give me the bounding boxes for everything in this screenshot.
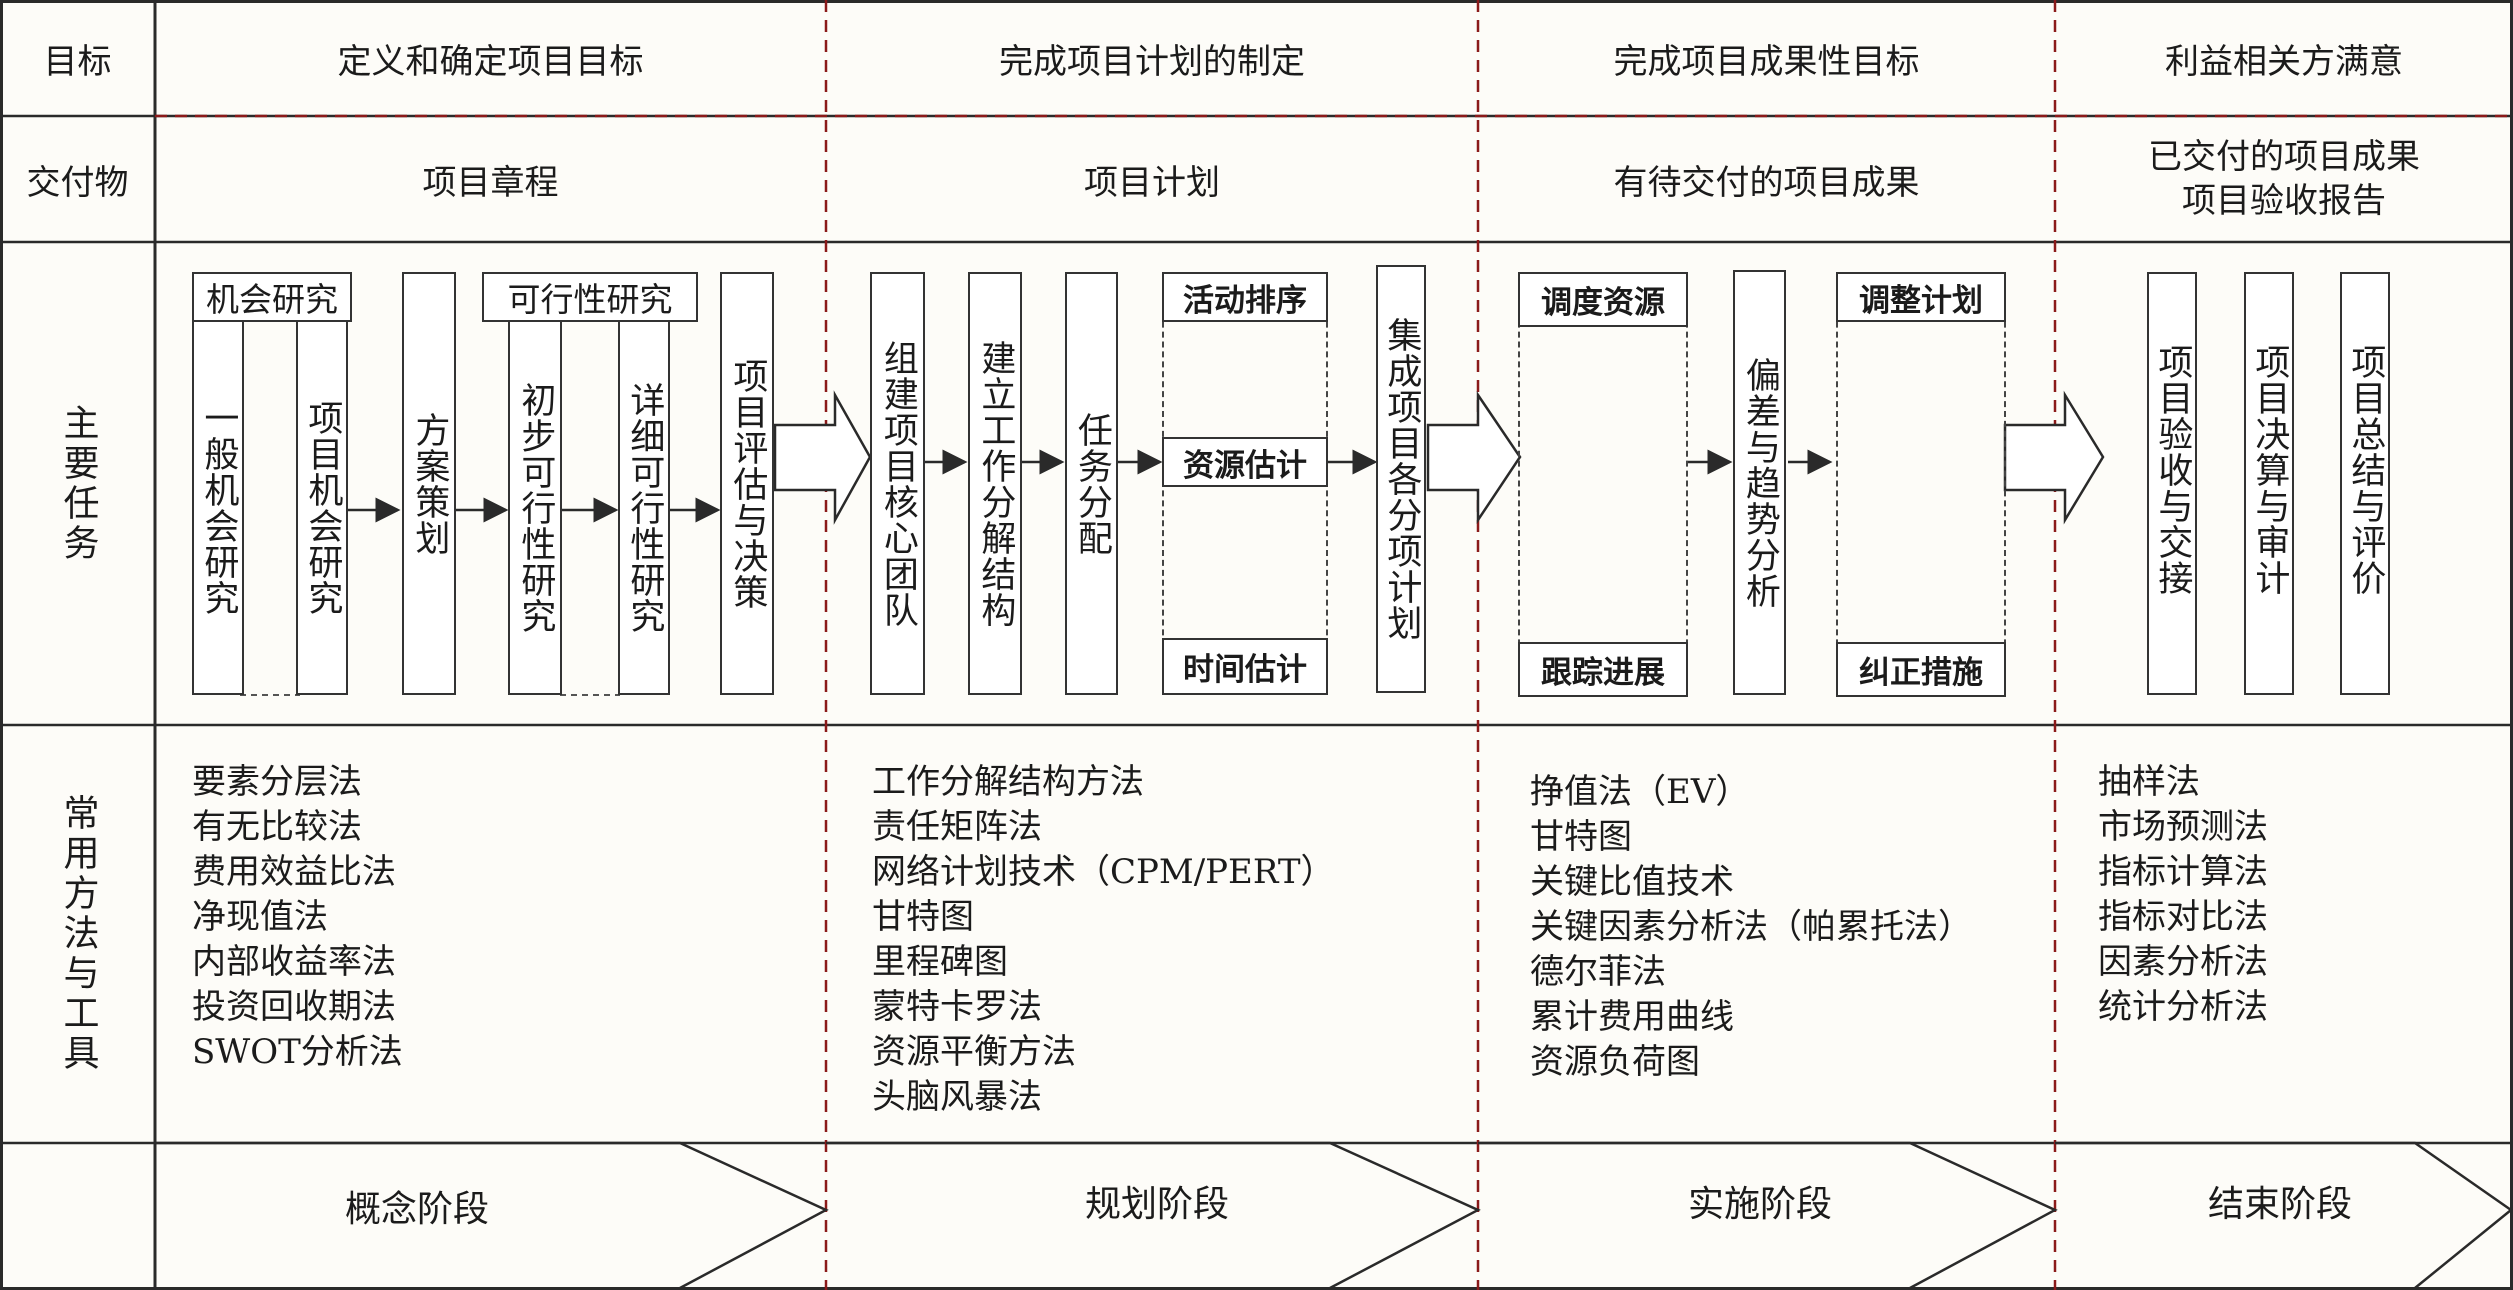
deliverable-closing-line2: 项目验收报告 xyxy=(2182,181,2386,221)
method-item: 有无比较法 xyxy=(192,807,362,847)
task-final-accounts-audit: 项目决算与审计 xyxy=(2244,272,2294,695)
method-item: 网络计划技术（CPM/PERT） xyxy=(872,852,1335,892)
task-summary-evaluation: 项目总结与评价 xyxy=(2340,272,2390,695)
method-item: 蒙特卡罗法 xyxy=(872,987,1042,1027)
methods-planning: 工作分解结构方法责任矩阵法网络计划技术（CPM/PERT） 甘特图里程碑图蒙特卡罗… xyxy=(872,760,1335,1120)
deliverable-closing: 已交付的项目成果 项目验收报告 xyxy=(2055,116,2513,242)
method-item: 资源负荷图 xyxy=(1530,1042,1700,1082)
method-item: 关键比值技术 xyxy=(1530,862,1734,902)
phase-execution: 实施阶段 xyxy=(1688,1184,1833,1225)
method-item: 统计分析法 xyxy=(2098,987,2268,1027)
method-item: 德尔菲法 xyxy=(1530,952,1666,992)
method-item: 指标计算法 xyxy=(2098,852,2268,892)
task-group-opportunity-study: 机会研究 xyxy=(192,272,352,322)
method-item: 要素分层法 xyxy=(192,762,362,802)
deliverable-execution: 有待交付的项目成果 xyxy=(1613,162,1920,203)
row-label-deliverable: 交付物 xyxy=(26,162,129,203)
task-integrate-plans: 集成项目各分项计划 xyxy=(1376,265,1426,693)
method-item: 责任矩阵法 xyxy=(872,807,1042,847)
goal-planning: 完成项目计划的制定 xyxy=(999,41,1305,82)
method-item: 投资回收期法 xyxy=(192,987,396,1027)
task-project-opportunity-study: 项目机会研究 xyxy=(296,320,348,695)
method-item: 甘特图 xyxy=(1530,817,1632,857)
task-corrective-action: 纠正措施 xyxy=(1836,642,2006,697)
task-activity-sequencing: 活动排序 xyxy=(1162,272,1328,322)
method-item: 资源平衡方法 xyxy=(872,1032,1076,1072)
goal-concept: 定义和确定项目目标 xyxy=(337,41,644,82)
task-acceptance-handover: 项目验收与交接 xyxy=(2147,272,2197,695)
method-item: 里程碑图 xyxy=(872,942,1008,982)
method-item: 抽样法 xyxy=(2098,762,2200,802)
task-resource-estimation: 资源估计 xyxy=(1162,437,1328,487)
task-time-estimation: 时间估计 xyxy=(1162,638,1328,695)
goal-closing: 利益相关方满意 xyxy=(2165,41,2403,82)
task-adjust-plan: 调整计划 xyxy=(1836,272,2006,322)
execution-dashed-group-2 xyxy=(1836,272,2006,695)
task-scheme-planning: 方案策划 xyxy=(402,272,456,695)
task-evaluation-decision: 项目评估与决策 xyxy=(720,272,774,695)
methods-closing: 抽样法市场预测法指标计算法指标对比法因素分析法统计分析法 xyxy=(2098,760,2268,1030)
execution-dashed-group-1 xyxy=(1518,272,1688,695)
goal-execution: 完成项目成果性目标 xyxy=(1613,41,1920,82)
task-schedule-resources: 调度资源 xyxy=(1518,272,1688,327)
methods-execution: 挣值法（EV） 甘特图关键比值技术关键因素分析法（帕累托法） 德尔菲法累计费用曲线资… xyxy=(1530,770,1972,1085)
deliverable-planning: 项目计划 xyxy=(1084,162,1220,203)
task-group-feasibility-study: 可行性研究 xyxy=(482,272,698,322)
phase-concept: 概念阶段 xyxy=(345,1189,490,1230)
method-item: 因素分析法 xyxy=(2098,942,2268,982)
methods-concept: 要素分层法有无比较法费用效益比法净现值法内部收益率法投资回收期法 SWOT分析法 xyxy=(192,760,403,1075)
task-track-progress: 跟踪进展 xyxy=(1518,642,1688,697)
method-item: 工作分解结构方法 xyxy=(872,762,1144,802)
deliverable-concept: 项目章程 xyxy=(422,162,559,203)
row-label-goal: 目标 xyxy=(43,41,112,82)
method-item: 甘特图 xyxy=(872,897,974,937)
row-label-tasks: 主要任务 xyxy=(57,403,99,564)
method-item: 费用效益比法 xyxy=(192,852,396,892)
task-build-wbs: 建立工作分解结构 xyxy=(968,272,1022,695)
method-item: 头脑风暴法 xyxy=(872,1077,1042,1117)
method-item: 累计费用曲线 xyxy=(1530,997,1734,1037)
row-label-methods: 常用方法与工具 xyxy=(57,794,99,1074)
method-item: 指标对比法 xyxy=(2098,897,2268,937)
phase-planning: 规划阶段 xyxy=(1085,1184,1230,1225)
task-general-opportunity-study: 一般机会研究 xyxy=(192,320,244,695)
task-preliminary-feasibility: 初步可行性研究 xyxy=(508,320,562,695)
method-item: 挣值法（EV） xyxy=(1530,772,1750,812)
phase-closing: 结束阶段 xyxy=(2208,1184,2353,1225)
task-detailed-feasibility: 详细可行性研究 xyxy=(618,320,670,695)
task-build-core-team: 组建项目核心团队 xyxy=(870,272,925,695)
method-item: 净现值法 xyxy=(192,897,328,937)
method-item: 关键因素分析法（帕累托法） xyxy=(1530,907,1972,947)
method-item: 内部收益率法 xyxy=(192,942,396,982)
task-variance-trend-analysis: 偏差与趋势分析 xyxy=(1733,270,1786,695)
task-assignment: 任务分配 xyxy=(1065,272,1118,695)
deliverable-closing-line1: 已交付的项目成果 xyxy=(2148,137,2420,177)
method-item: SWOT分析法 xyxy=(192,1032,403,1072)
method-item: 市场预测法 xyxy=(2098,807,2268,847)
